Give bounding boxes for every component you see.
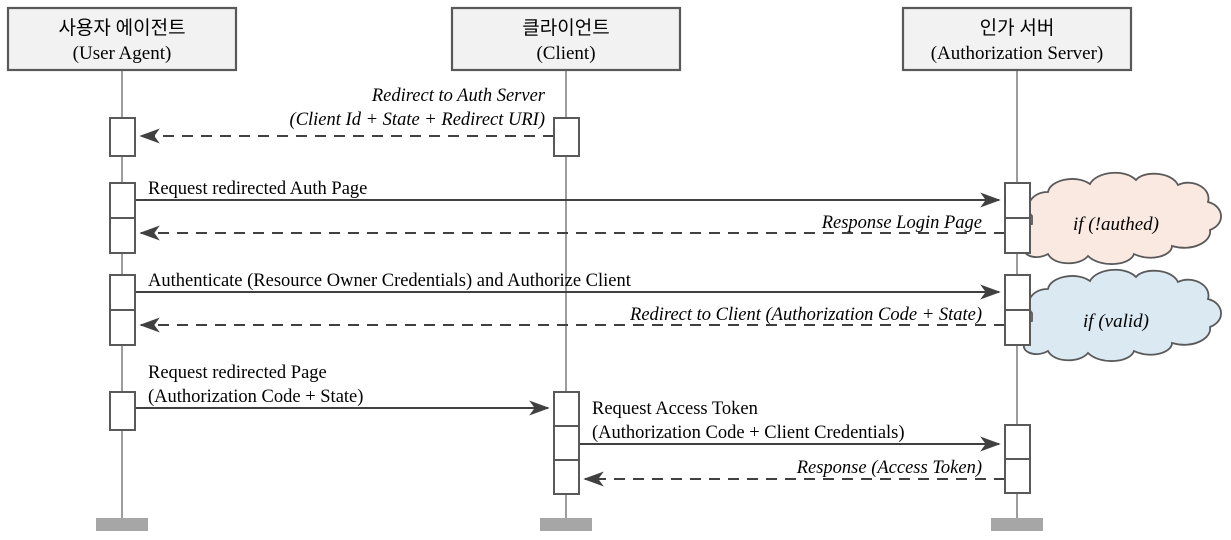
message-request-redirected-page[interactable]: Request redirected Page (Authorization C… xyxy=(135,363,550,416)
activation-box xyxy=(109,117,136,157)
activation-box xyxy=(553,391,580,427)
message-request-access-token[interactable]: Request Access Token (Authorization Code… xyxy=(579,399,1001,452)
condition-if-valid: if (valid) xyxy=(1016,268,1222,362)
activation-box xyxy=(1004,217,1031,254)
activation-boxes-client xyxy=(553,117,580,495)
activation-box xyxy=(1004,274,1031,311)
participant-label-en-user-agent: (User Agent) xyxy=(73,43,172,64)
message-label-response-login-page: Response Login Page xyxy=(821,213,982,233)
message-redirect-to-auth-server[interactable]: Redirect to Auth Server (Client Id + Sta… xyxy=(139,86,554,144)
message-response-login-page[interactable]: Response Login Page xyxy=(139,213,1005,241)
message-label-request-access-token-line2: (Authorization Code + Client Credentials… xyxy=(592,423,905,443)
participant-box-client xyxy=(450,6,682,72)
activation-boxes-user-agent xyxy=(109,117,136,431)
activation-box xyxy=(553,459,580,495)
activation-boxes-authorization-server xyxy=(1004,182,1031,494)
activation-box xyxy=(109,309,136,346)
condition-if-not-authed: if (!authed) xyxy=(1016,171,1222,265)
message-label-response-access-token: Response (Access Token) xyxy=(796,458,982,478)
terminator-client xyxy=(540,518,592,531)
message-label-redirect-to-client: Redirect to Client (Authorization Code +… xyxy=(629,305,982,325)
activation-box xyxy=(553,117,580,157)
participant-label-ko-authorization-server: 인가 서버 xyxy=(980,17,1055,39)
terminator-user-agent xyxy=(96,518,148,531)
participant-label-ko-user-agent: 사용자 에이전트 xyxy=(58,17,185,39)
message-request-redirected-auth-page[interactable]: Request redirected Auth Page xyxy=(135,179,1001,208)
activation-box xyxy=(1004,424,1031,460)
cloud-shape-if-not-authed xyxy=(1016,171,1222,265)
participant-client[interactable]: 클라이언트 (Client) xyxy=(450,6,682,72)
participant-label-ko-client: 클라이언트 xyxy=(522,17,609,39)
participant-user-agent[interactable]: 사용자 에이전트 (User Agent) xyxy=(6,6,238,72)
activation-box xyxy=(109,182,136,219)
activation-box xyxy=(1004,182,1031,219)
message-label-request-redirected-auth-page: Request redirected Auth Page xyxy=(148,179,367,199)
message-label-redirect-to-auth-server-line2: (Client Id + State + Redirect URI) xyxy=(290,110,545,130)
terminator-authorization-server xyxy=(991,518,1043,531)
message-label-authenticate-and-authorize: Authenticate (Resource Owner Credentials… xyxy=(148,271,632,291)
message-redirect-to-client[interactable]: Redirect to Client (Authorization Code +… xyxy=(139,305,1005,333)
message-response-access-token[interactable]: Response (Access Token) xyxy=(583,458,1005,487)
activation-box xyxy=(1004,309,1031,346)
activation-box xyxy=(553,425,580,461)
activation-box xyxy=(1004,458,1031,494)
participant-authorization-server[interactable]: 인가 서버 (Authorization Server) xyxy=(901,6,1133,72)
cloud-shape-if-valid xyxy=(1016,268,1222,362)
message-label-request-access-token-line1: Request Access Token xyxy=(592,399,758,419)
condition-label-if-valid: if (valid) xyxy=(1083,311,1149,332)
participant-box-authorization-server xyxy=(901,6,1133,72)
activation-box xyxy=(109,391,136,431)
participant-label-en-client: (Client) xyxy=(536,43,595,64)
message-label-request-redirected-page-line2: (Authorization Code + State) xyxy=(148,387,363,407)
participant-box-user-agent xyxy=(6,6,238,72)
message-authenticate-and-authorize[interactable]: Authenticate (Resource Owner Credentials… xyxy=(135,271,1001,300)
lifeline-terminators xyxy=(96,518,1043,531)
message-label-redirect-to-auth-server-line1: Redirect to Auth Server xyxy=(371,86,546,106)
activation-box xyxy=(109,274,136,311)
activation-box xyxy=(109,217,136,254)
condition-label-if-not-authed: if (!authed) xyxy=(1073,214,1159,235)
message-label-request-redirected-page-line1: Request redirected Page xyxy=(148,363,327,383)
participant-label-en-authorization-server: (Authorization Server) xyxy=(931,43,1104,64)
